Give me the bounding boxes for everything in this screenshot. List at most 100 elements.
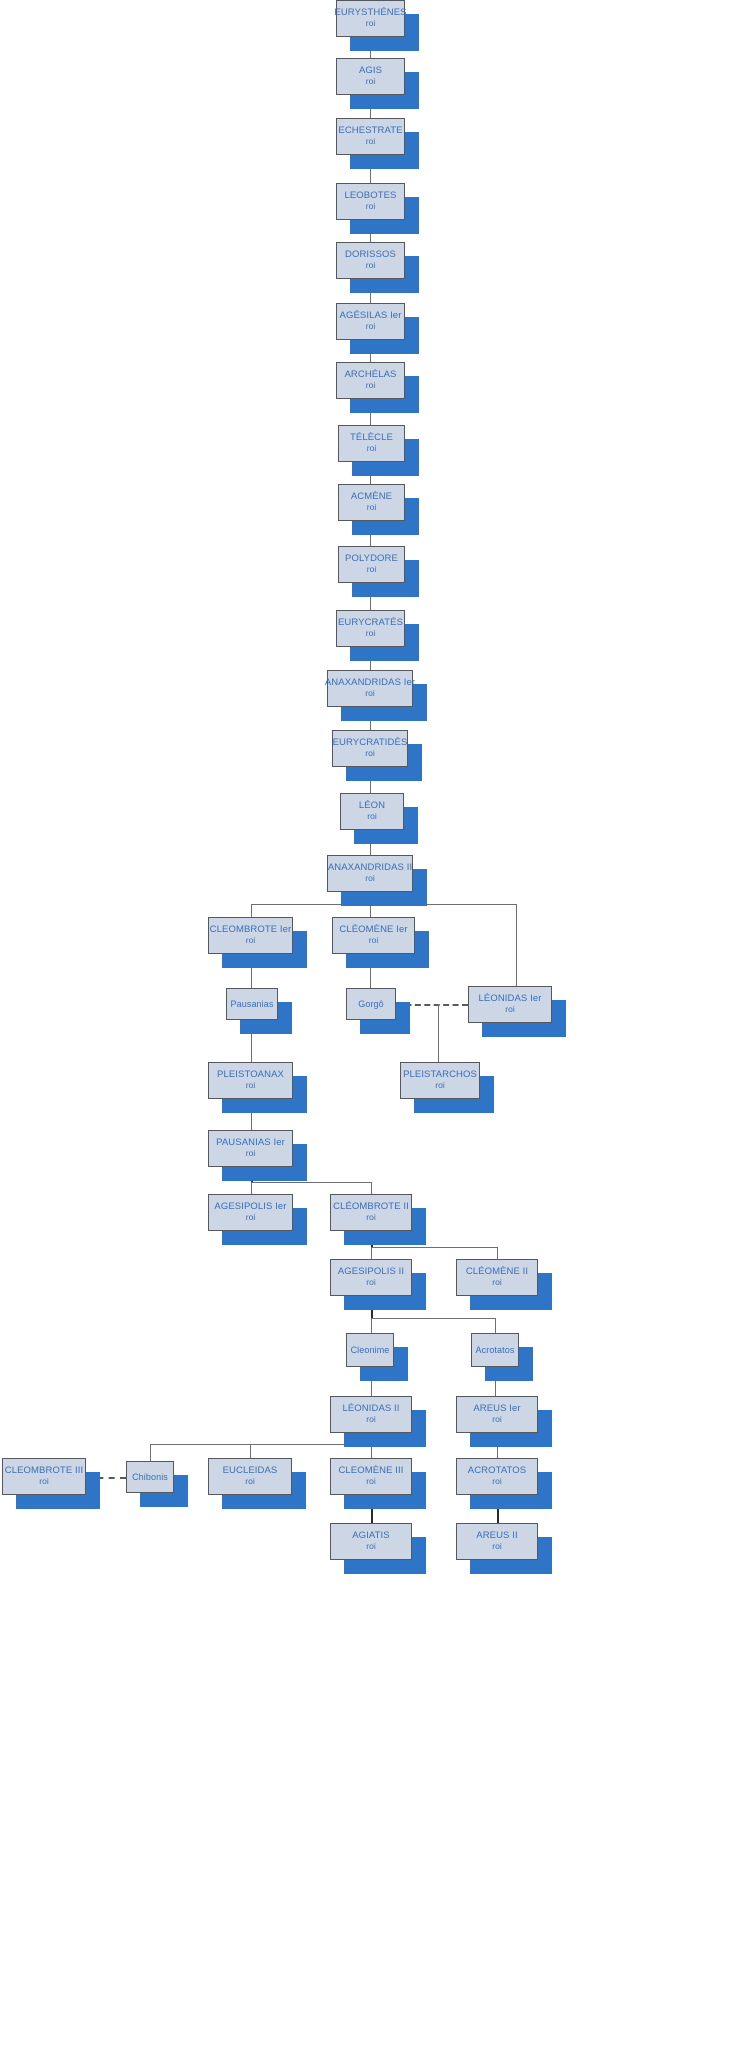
connector-v-32 (497, 1247, 498, 1259)
person-node-acrotatos-s[interactable]: Acrotatos (471, 1333, 533, 1381)
person-role: roi (366, 1414, 376, 1425)
person-name: CLEOMBROTE III (4, 1465, 84, 1477)
person-role: roi (365, 321, 376, 332)
person-name: PLEISTARCHOS (403, 1069, 477, 1081)
person-role: roi (245, 1080, 256, 1091)
connector-h-22 (396, 1004, 468, 1006)
connector-v-27 (251, 1182, 252, 1194)
person-role: roi (366, 502, 377, 513)
connector-v-31 (371, 1247, 372, 1259)
person-role: roi (245, 1148, 256, 1159)
person-node-chibonis[interactable]: Chibonis (126, 1461, 188, 1507)
person-name: AREUS Ier (473, 1403, 521, 1415)
person-role: roi (367, 811, 377, 822)
person-name: CLÉOMÈNE II (465, 1266, 529, 1278)
person-role: roi (366, 1212, 376, 1223)
person-name: Cleonime (350, 1344, 390, 1355)
person-role: roi (365, 18, 376, 29)
connector-h-30 (371, 1247, 497, 1248)
person-role: roi (245, 935, 256, 946)
connector-v-38 (495, 1367, 496, 1396)
person-name: ACROTATOS (467, 1465, 527, 1477)
person-name: ARCHÉLAS (344, 369, 397, 381)
person-role: roi (492, 1476, 502, 1487)
connector-v-16 (251, 904, 252, 917)
connector-v-43 (371, 1444, 372, 1458)
connector-h-44 (86, 1477, 126, 1479)
person-name: AGESIPOLIS Ier (214, 1201, 287, 1213)
person-role: roi (245, 1212, 256, 1223)
person-role: roi (366, 1277, 376, 1288)
person-role: roi (368, 935, 379, 946)
person-name: CLEOMÈNE III (338, 1465, 404, 1477)
connector-v-24 (251, 1099, 252, 1130)
person-name: DORISSOS (345, 249, 396, 261)
person-role: roi (366, 1541, 376, 1552)
person-name: Gorgô (358, 998, 384, 1009)
person-name: CLEOMBROTE Ier (209, 924, 292, 936)
person-name: PLEISTOANAX (217, 1069, 284, 1081)
person-role: roi (365, 201, 376, 212)
person-name: LEOBOTES (344, 190, 397, 202)
person-role: roi (365, 76, 376, 87)
person-node-gorgo[interactable]: Gorgô (346, 988, 410, 1034)
person-node-cleonime[interactable]: Cleonime (346, 1333, 408, 1381)
person-name: AGESIPOLIS II (337, 1266, 405, 1278)
person-node-pausanias[interactable]: Pausanias (226, 988, 292, 1034)
person-name: EURYSTHÉNES (334, 7, 407, 19)
